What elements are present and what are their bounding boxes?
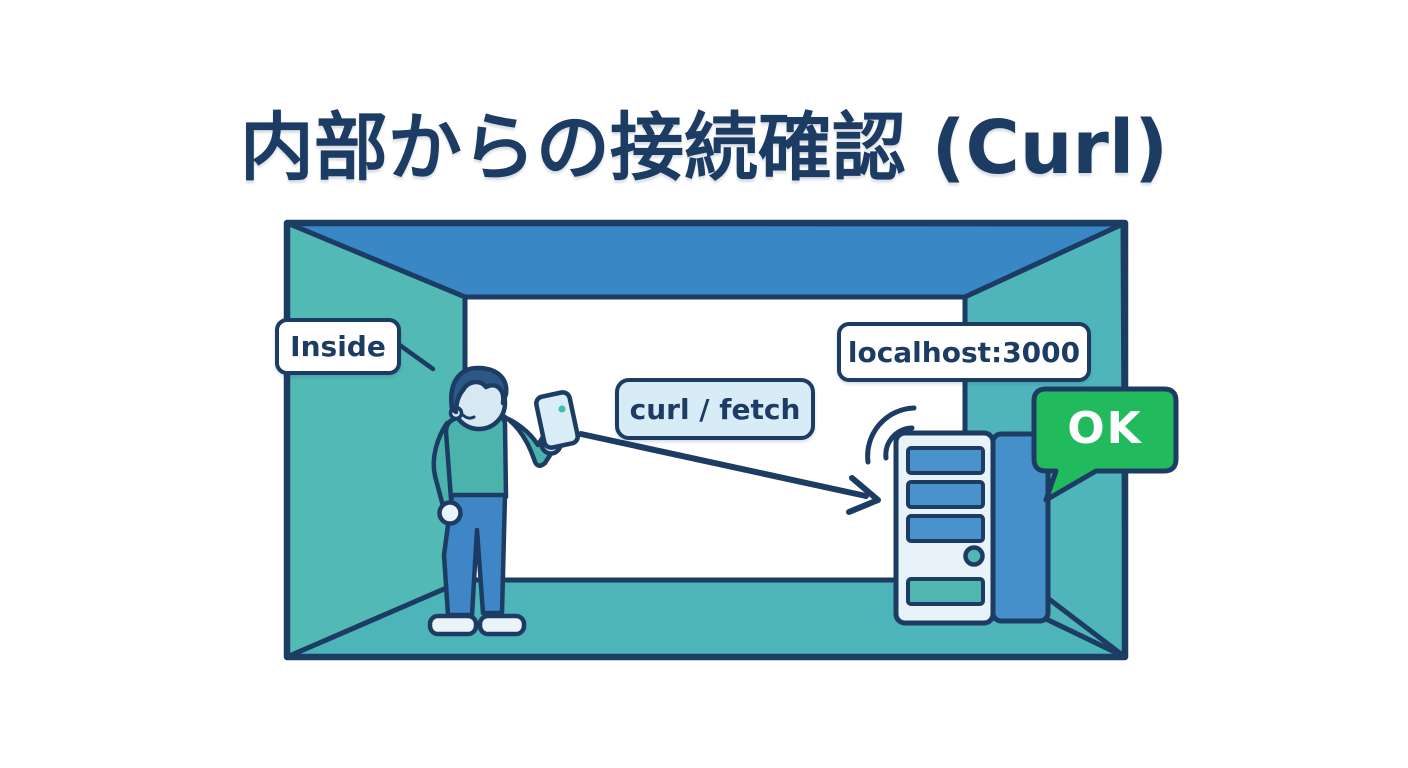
person-left-hand <box>437 500 463 526</box>
person-right-shoe <box>477 613 527 637</box>
smartphone-icon <box>534 390 580 450</box>
request-arrow <box>578 431 881 515</box>
person-holding-phone <box>427 365 580 637</box>
arrowhead-icon <box>846 475 881 515</box>
ok-status-text: OK <box>1067 402 1143 454</box>
localhost-label: localhost:3000 <box>837 322 1091 382</box>
server-tower <box>893 430 1051 626</box>
person-pants <box>441 492 508 618</box>
server-slot-3 <box>906 514 985 543</box>
person-left-shoe <box>427 613 479 637</box>
inside-label: Inside <box>275 318 401 375</box>
person-hair <box>449 365 509 415</box>
server-slot-1 <box>906 446 985 475</box>
curl-fetch-label: curl / fetch <box>615 378 815 440</box>
smartphone-camera-dot <box>558 405 566 413</box>
page-title: 内部からの接続確認 (Curl) <box>239 105 1169 191</box>
wifi-signal-icon <box>865 405 917 465</box>
server-slot-2 <box>906 480 985 509</box>
server-slot-bottom <box>906 577 985 606</box>
ok-speech-bubble <box>1031 386 1179 503</box>
server-power-button <box>963 545 985 567</box>
person-mouth <box>461 413 476 420</box>
